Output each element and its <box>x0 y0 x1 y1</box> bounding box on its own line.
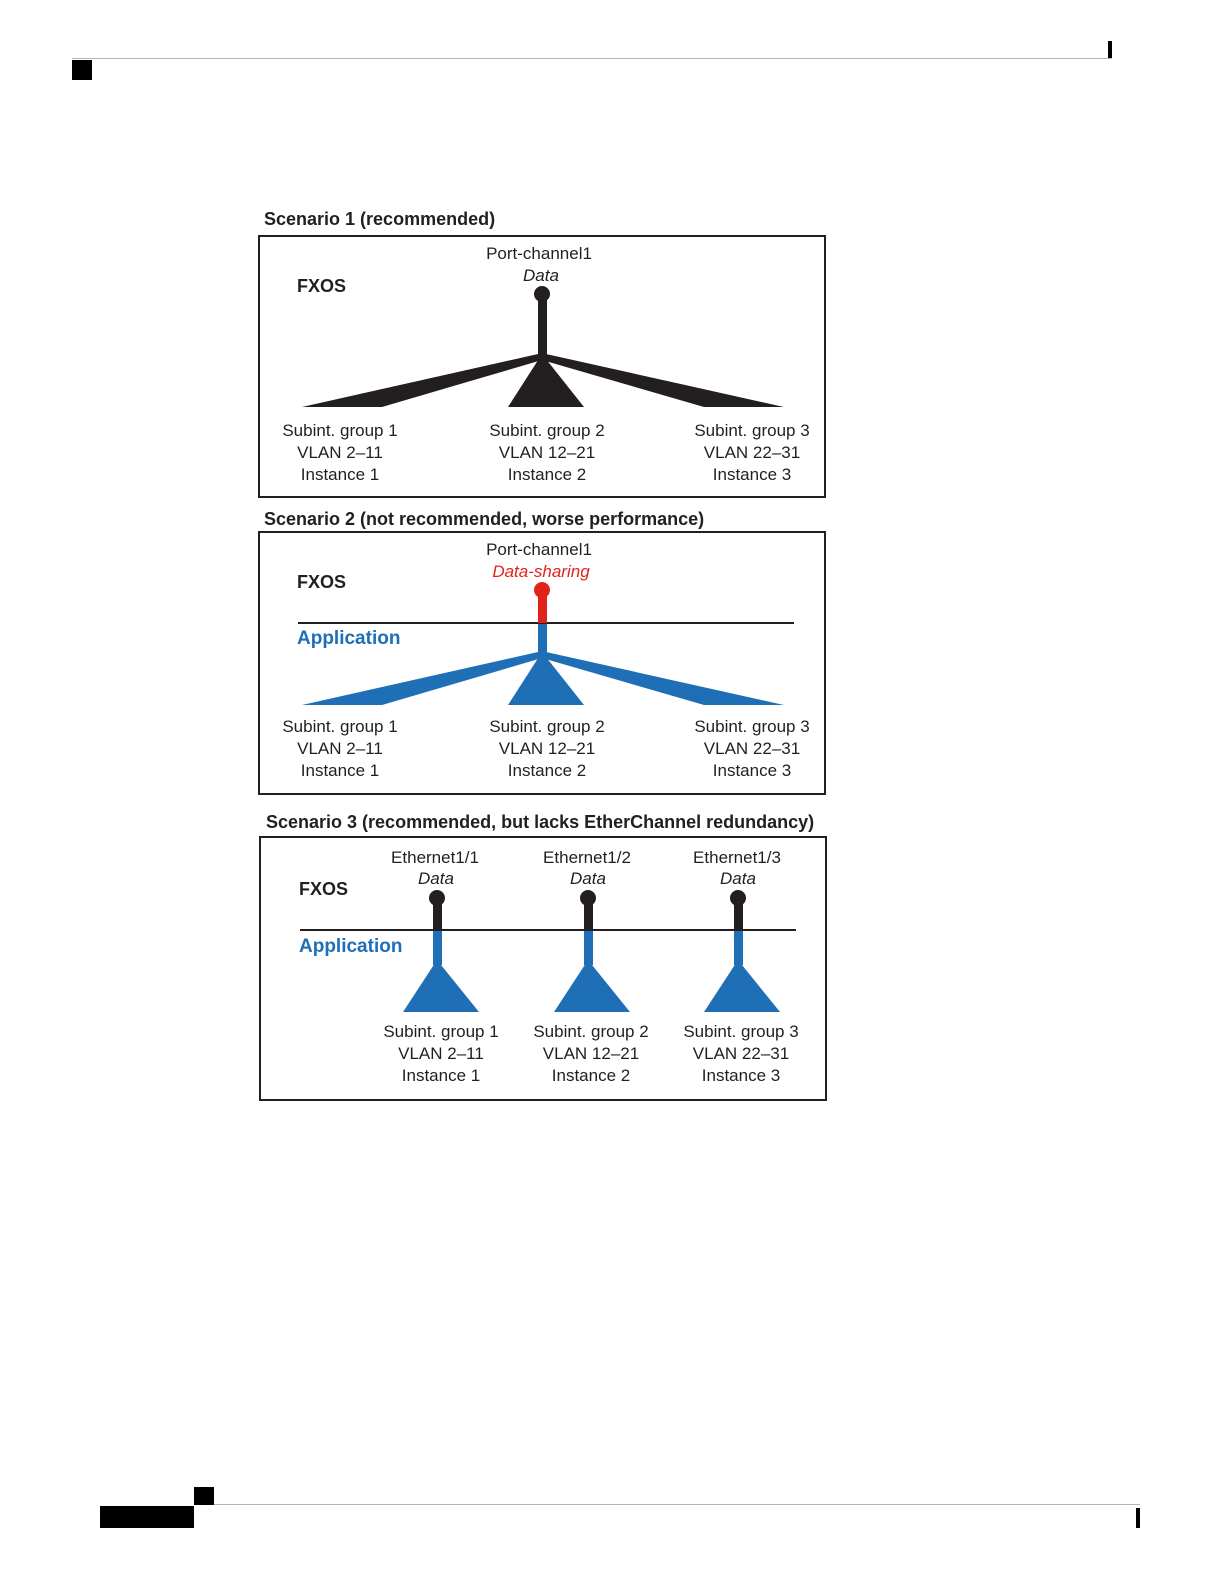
scenario-3-fxos-label: FXOS <box>299 879 349 899</box>
footer-tick <box>1136 1508 1140 1528</box>
scenario-1-group-3: Subint. group 3 VLAN 22–31 Instance 3 <box>672 420 832 486</box>
footer-marker <box>194 1487 214 1505</box>
group-name: Subint. group 1 <box>282 421 398 440</box>
scenario-1-port-node <box>534 286 550 302</box>
scenario-2-fanout <box>298 582 794 705</box>
scenario-3-application-label: Application <box>299 936 403 957</box>
group-instance: Instance 1 <box>300 465 380 484</box>
group-name: Subint. group 3 <box>694 421 810 440</box>
scenario-2-fxos-label: FXOS <box>297 572 347 592</box>
scenario-2-branch-left <box>302 652 542 705</box>
scenario-2-port-node <box>534 582 550 598</box>
group-instance: Instance 2 <box>551 1066 631 1085</box>
group-instance: Instance 1 <box>401 1066 481 1085</box>
group-vlan: VLAN 2–11 <box>398 1044 484 1063</box>
scenario-3-port-2-role: Data <box>570 869 606 888</box>
scenario-3-port-1-role: Data <box>418 869 454 888</box>
group-vlan: VLAN 2–11 <box>297 443 383 462</box>
scenario-3-trunk-2-app <box>584 931 593 965</box>
scenario-2-group-3: Subint. group 3 VLAN 22–31 Instance 3 <box>672 716 832 782</box>
scenario-3-group-2: Subint. group 2 VLAN 12–21 Instance 2 <box>511 1021 671 1087</box>
scenario-1-branch-right <box>542 354 784 407</box>
group-instance: Instance 3 <box>712 761 792 780</box>
group-name: Subint. group 2 <box>533 1022 649 1041</box>
scenario-3-trunk-3-fxos <box>734 900 743 930</box>
scenario-1-branch-center <box>508 354 584 407</box>
scenario-2-box <box>258 531 826 795</box>
footer-bar <box>100 1506 194 1528</box>
group-vlan: VLAN 2–11 <box>297 739 383 758</box>
header-marker <box>72 60 92 80</box>
scenario-3-trunk-2-fxos <box>584 900 593 930</box>
group-name: Subint. group 2 <box>489 421 605 440</box>
group-vlan: VLAN 22–31 <box>703 443 801 462</box>
scenario-3-title: Scenario 3 (recommended, but lacks Ether… <box>266 812 815 832</box>
scenario-2-application-label: Application <box>297 628 401 649</box>
group-name: Subint. group 3 <box>683 1022 799 1041</box>
scenario-2-group-2: Subint. group 2 VLAN 12–21 Instance 2 <box>467 716 627 782</box>
header-rule <box>72 58 1112 59</box>
scenario-2-branch-center <box>508 652 584 705</box>
scenario-3-port-2-node <box>580 890 596 906</box>
group-name: Subint. group 3 <box>694 717 810 736</box>
scenario-3-group-3: Subint. group 3 VLAN 22–31 Instance 3 <box>661 1021 821 1087</box>
scenario-3-port-3-role: Data <box>720 869 756 888</box>
scenario-1-fxos-label: FXOS <box>297 276 347 296</box>
scenario-1-box <box>258 235 826 498</box>
scenario-2-trunk-app <box>538 624 547 656</box>
group-name: Subint. group 1 <box>282 717 398 736</box>
group-vlan: VLAN 12–21 <box>498 443 596 462</box>
scenario-2-group-1: Subint. group 1 VLAN 2–11 Instance 1 <box>260 716 420 782</box>
scenario-3-branch-1 <box>403 960 479 1012</box>
scenario-1-group-2: Subint. group 2 VLAN 12–21 Instance 2 <box>467 420 627 486</box>
group-instance: Instance 3 <box>712 465 792 484</box>
scenario-2-port-name: Port-channel1 <box>486 540 592 559</box>
footer-rule <box>194 1504 1140 1505</box>
scenario-3-branch-2 <box>554 960 630 1012</box>
scenario-3-trunk-1-app <box>433 931 442 965</box>
scenario-3-branch-3 <box>704 960 780 1012</box>
group-vlan: VLAN 12–21 <box>498 739 596 758</box>
scenario-1-group-1: Subint. group 1 VLAN 2–11 Instance 1 <box>260 420 420 486</box>
group-vlan: VLAN 22–31 <box>692 1044 790 1063</box>
scenario-2-trunk-fxos <box>538 592 547 623</box>
group-instance: Instance 2 <box>507 761 587 780</box>
scenario-3-port-1-node <box>429 890 445 906</box>
scenario-1-port-role: Data <box>523 266 559 285</box>
scenario-1-port-name: Port-channel1 <box>486 244 592 263</box>
group-instance: Instance 3 <box>701 1066 781 1085</box>
group-instance: Instance 1 <box>300 761 380 780</box>
scenario-3-port-3-name: Ethernet1/3 <box>693 848 781 867</box>
group-instance: Instance 2 <box>507 465 587 484</box>
scenario-2-title: Scenario 2 (not recommended, worse perfo… <box>264 509 705 529</box>
group-name: Subint. group 1 <box>383 1022 499 1041</box>
scenario-1-trunk <box>538 296 547 358</box>
group-vlan: VLAN 22–31 <box>703 739 801 758</box>
scenario-3-port-2-name: Ethernet1/2 <box>543 848 631 867</box>
header-tick <box>1108 41 1112 58</box>
scenario-3-fanout <box>300 890 796 1012</box>
scenario-1-title: Scenario 1 (recommended) <box>264 209 496 229</box>
scenario-1-branch-left <box>302 354 542 407</box>
scenario-3-group-1: Subint. group 1 VLAN 2–11 Instance 1 <box>361 1021 521 1087</box>
scenario-3-port-3-node <box>730 890 746 906</box>
scenario-3-port-1-name: Ethernet1/1 <box>391 848 479 867</box>
group-name: Subint. group 2 <box>489 717 605 736</box>
scenario-3-trunk-3-app <box>734 931 743 965</box>
scenario-2-branch-right <box>542 652 784 705</box>
scenario-2-port-role: Data-sharing <box>492 562 590 581</box>
scenario-3-trunk-1-fxos <box>433 900 442 930</box>
group-vlan: VLAN 12–21 <box>542 1044 640 1063</box>
scenario-3-box <box>259 836 827 1101</box>
scenario-1-fanout <box>302 286 784 407</box>
